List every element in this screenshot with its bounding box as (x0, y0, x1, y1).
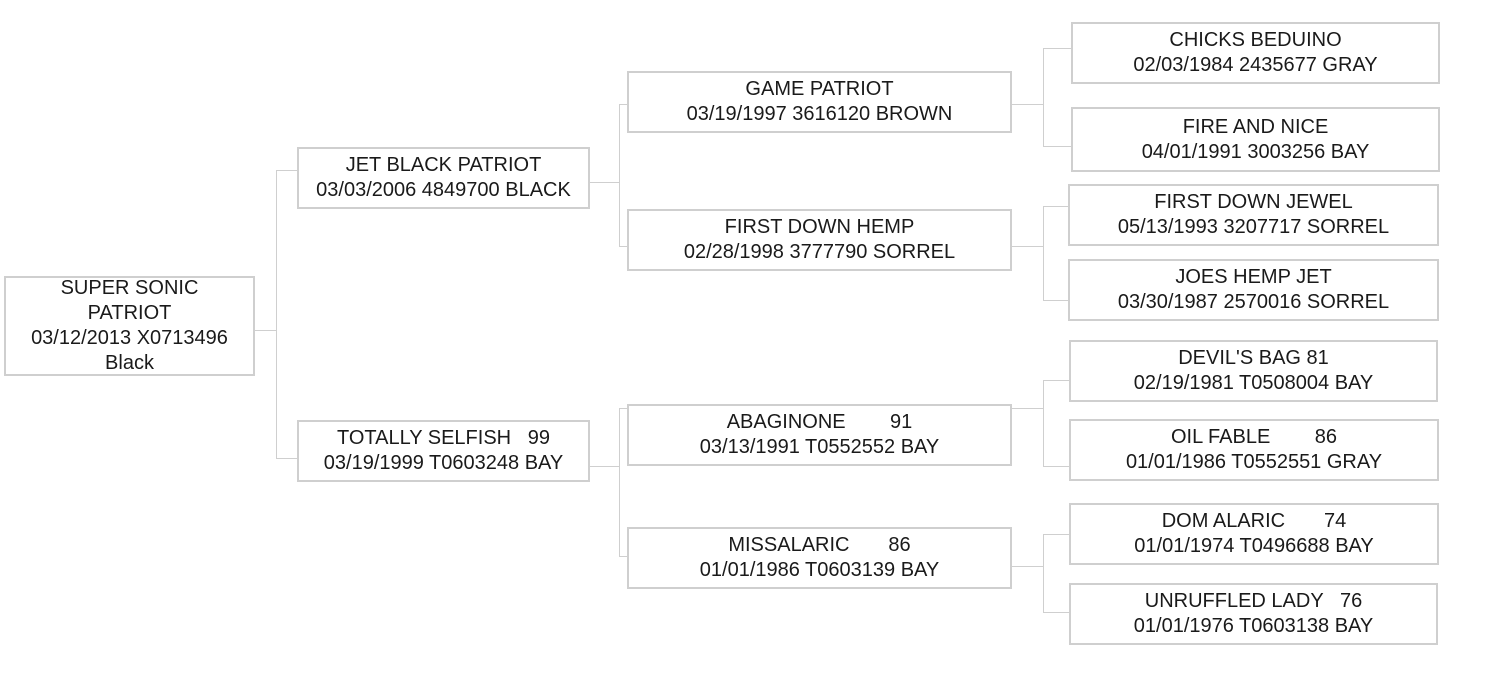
sire-dam-name: FIRST DOWN HEMP (724, 216, 915, 238)
sire-sire-box: GAME PATRIOT 03/19/1997 3616120 BROWN (627, 71, 1012, 133)
great-grandparent-box: DOM ALARIC 74 01/01/1974 T0496688 BAY (1069, 503, 1439, 565)
connector (1011, 246, 1043, 247)
connector (1043, 48, 1072, 49)
sire-sire-info: 03/19/1997 3616120 BROWN (686, 103, 953, 125)
great-grandparent-name: JOES HEMP JET (1175, 266, 1332, 288)
great-grandparent-info: 01/01/1974 T0496688 BAY (1134, 535, 1374, 557)
connector (1043, 466, 1070, 467)
dam-name: TOTALLY SELFISH 99 (336, 427, 551, 449)
connector (1011, 408, 1043, 409)
sire-info: 03/03/2006 4849700 BLACK (316, 179, 571, 201)
connector (1043, 146, 1072, 147)
connector (589, 182, 619, 183)
great-grandparent-name: DEVIL'S BAG 81 (1178, 347, 1329, 369)
dam-dam-name: MISSALARIC 86 (728, 534, 911, 556)
connector (1011, 566, 1043, 567)
dam-dam-box: MISSALARIC 86 01/01/1986 T0603139 BAY (627, 527, 1012, 589)
connector (1043, 48, 1044, 146)
great-grandparent-info: 05/13/1993 3207717 SORREL (1117, 216, 1390, 238)
dam-sire-info: 03/13/1991 T0552552 BAY (699, 436, 940, 458)
great-grandparent-name: UNRUFFLED LADY 76 (1144, 590, 1363, 612)
great-grandparent-box: DEVIL'S BAG 81 02/19/1981 T0508004 BAY (1069, 340, 1438, 402)
connector (619, 408, 620, 556)
great-grandparent-box: FIRST DOWN JEWEL 05/13/1993 3207717 SORR… (1068, 184, 1439, 246)
sire-box: JET BLACK PATRIOT 03/03/2006 4849700 BLA… (297, 147, 590, 209)
dam-box: TOTALLY SELFISH 99 03/19/1999 T0603248 B… (297, 420, 590, 482)
great-grandparent-name: FIRST DOWN JEWEL (1154, 191, 1353, 213)
connector (619, 104, 628, 105)
connector (1043, 612, 1070, 613)
connector (619, 246, 628, 247)
great-grandparent-info: 02/03/1984 2435677 GRAY (1133, 54, 1378, 76)
connector (1043, 380, 1070, 381)
subject-registration: 03/12/2013 X0713496 (31, 327, 228, 349)
great-grandparent-box: JOES HEMP JET 03/30/1987 2570016 SORREL (1068, 259, 1439, 321)
connector (1043, 534, 1044, 612)
sire-sire-name: GAME PATRIOT (745, 78, 894, 100)
connector (619, 104, 620, 246)
dam-sire-box: ABAGINONE 91 03/13/1991 T0552552 BAY (627, 404, 1012, 466)
connector (619, 556, 628, 557)
dam-sire-name: ABAGINONE 91 (726, 411, 913, 433)
great-grandparent-info: 01/01/1986 T0552551 GRAY (1125, 451, 1383, 473)
great-grandparent-info: 03/30/1987 2570016 SORREL (1117, 291, 1390, 313)
connector (589, 466, 619, 467)
great-grandparent-box: UNRUFFLED LADY 76 01/01/1976 T0603138 BA… (1069, 583, 1438, 645)
connector (254, 330, 276, 331)
great-grandparent-box: OIL FABLE 86 01/01/1986 T0552551 GRAY (1069, 419, 1439, 481)
subject-name-line2: PATRIOT (87, 302, 172, 324)
great-grandparent-name: CHICKS BEDUINO (1169, 29, 1342, 51)
connector (276, 170, 298, 171)
great-grandparent-box: FIRE AND NICE 04/01/1991 3003256 BAY (1071, 107, 1440, 172)
connector (276, 170, 277, 458)
connector (1043, 206, 1044, 300)
great-grandparent-info: 01/01/1976 T0603138 BAY (1133, 615, 1374, 637)
great-grandparent-name: FIRE AND NICE (1182, 115, 1329, 138)
dam-dam-info: 01/01/1986 T0603139 BAY (699, 559, 940, 581)
connector (1011, 104, 1043, 105)
connector (1043, 300, 1069, 301)
connector (276, 458, 298, 459)
great-grandparent-info: 04/01/1991 3003256 BAY (1141, 140, 1370, 163)
dam-info: 03/19/1999 T0603248 BAY (323, 452, 564, 474)
sire-dam-box: FIRST DOWN HEMP 02/28/1998 3777790 SORRE… (627, 209, 1012, 271)
subject-horse-box: SUPER SONIC PATRIOT 03/12/2013 X0713496 … (4, 276, 255, 376)
great-grandparent-info: 02/19/1981 T0508004 BAY (1133, 372, 1374, 394)
connector (1043, 380, 1044, 466)
sire-name: JET BLACK PATRIOT (345, 154, 542, 176)
sire-dam-info: 02/28/1998 3777790 SORREL (683, 241, 956, 263)
great-grandparent-name: DOM ALARIC 74 (1161, 510, 1347, 532)
connector (1043, 534, 1070, 535)
connector (1043, 206, 1069, 207)
great-grandparent-name: OIL FABLE 86 (1170, 426, 1337, 448)
great-grandparent-box: CHICKS BEDUINO 02/03/1984 2435677 GRAY (1071, 22, 1440, 84)
subject-color: Black (105, 352, 154, 374)
connector (619, 408, 628, 409)
subject-name-line1: SUPER SONIC (60, 277, 199, 299)
